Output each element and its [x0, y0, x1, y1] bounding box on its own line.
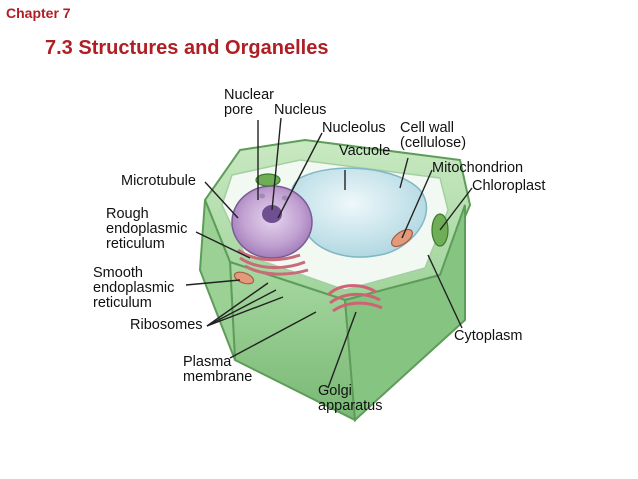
- label-nucleolus: Nucleolus: [322, 120, 386, 136]
- label-mitochondrion: Mitochondrion: [432, 160, 524, 176]
- chapter-label: Chapter 7: [6, 5, 71, 21]
- label-cell-wall: Cell wall(cellulose): [400, 120, 467, 151]
- rough-er-shape: [237, 248, 309, 276]
- label-ribosomes: Ribosomes: [130, 317, 203, 333]
- label-vacuole: Vacuole: [339, 143, 391, 159]
- label-microtubule: Microtubule: [121, 173, 196, 189]
- label-cytoplasm: Cytoplasm: [454, 328, 523, 344]
- leader-lines: [185, 117, 473, 389]
- label-nucleus: Nucleus: [274, 102, 327, 118]
- golgi-shape: [326, 284, 383, 313]
- page-title: 7.3 Structures and Organelles: [45, 37, 329, 59]
- label-chloroplast: Chloroplast: [472, 178, 546, 194]
- nucleus-shape: [231, 185, 313, 259]
